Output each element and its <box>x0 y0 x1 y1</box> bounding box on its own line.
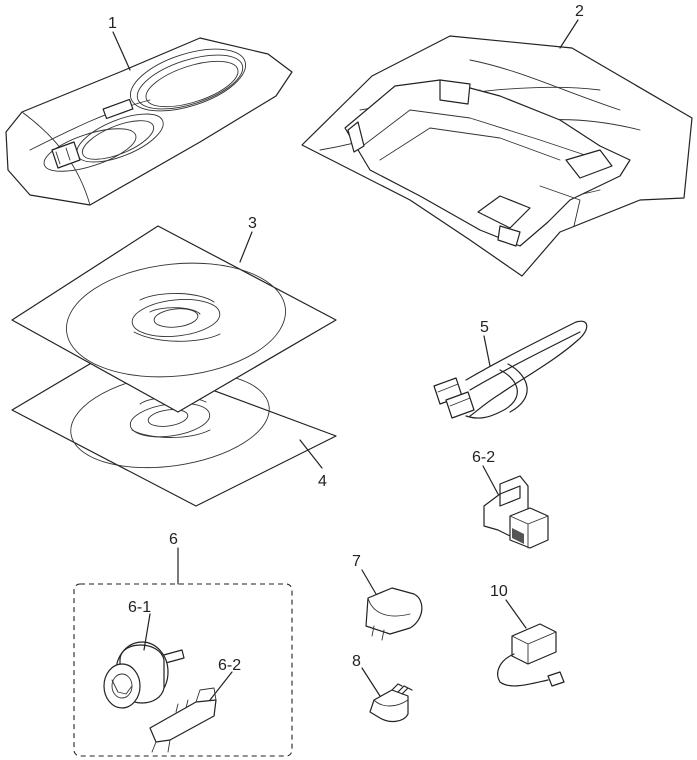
part-label-6-2: 6-2 <box>218 657 241 674</box>
part-label-6: 6 <box>169 531 178 548</box>
part-label-9: 8 <box>352 653 361 670</box>
disc-b-illustration <box>11 351 337 507</box>
part-label-7: 6-2 <box>472 449 495 466</box>
bracket-illustration <box>483 475 549 549</box>
leader-line-2 <box>559 19 579 49</box>
small-module-illustration <box>365 587 423 641</box>
leader-line-3 <box>239 231 253 263</box>
disc-a-illustration <box>11 225 337 413</box>
leader-line-6-2 <box>209 671 233 701</box>
part-label-10: 10 <box>490 583 508 600</box>
part-label-1: 1 <box>108 15 117 32</box>
part-label-5: 5 <box>480 319 489 336</box>
dust-cover-illustration <box>301 35 693 277</box>
ac-adapter-illustration <box>497 623 565 687</box>
part-label-2: 2 <box>575 3 584 20</box>
power-cord-bag-illustration <box>5 37 293 206</box>
ribbon-cable-illustration <box>433 320 588 419</box>
leader-line-8 <box>361 569 377 595</box>
leader-line-4 <box>299 439 323 469</box>
roller-illustration <box>103 641 185 709</box>
leader-line-5 <box>483 335 491 367</box>
roller-kit-frame <box>73 583 293 757</box>
plug-module-illustration <box>369 683 413 723</box>
roller-holder-illustration <box>149 687 217 753</box>
part-label-3: 3 <box>248 215 257 232</box>
leader-line-7 <box>482 465 499 495</box>
part-label-6-1: 6-1 <box>128 599 151 616</box>
leader-line-1 <box>112 31 131 71</box>
part-label-4: 4 <box>318 473 327 490</box>
leader-line-9 <box>361 667 381 697</box>
leader-line-10 <box>505 599 527 629</box>
part-label-8: 7 <box>352 553 361 570</box>
leader-line-6-1 <box>143 613 151 651</box>
